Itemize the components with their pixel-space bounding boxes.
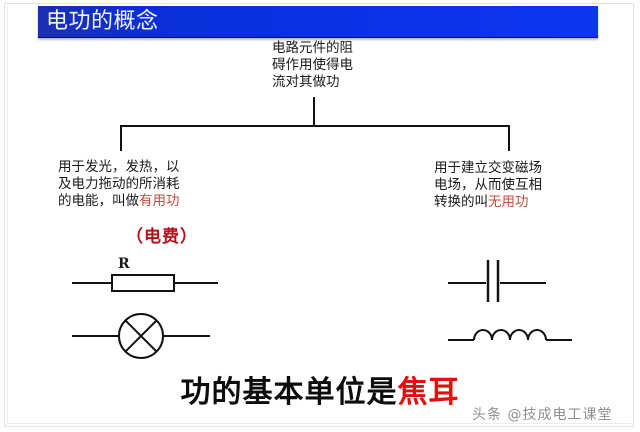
bottom-heading-prefix: 功的基本单位是 — [180, 375, 398, 410]
left-branch-sublabel: （电费） — [126, 227, 198, 247]
connector-stem-vertical — [313, 97, 315, 126]
title-banner: 电功的概念 — [38, 6, 598, 38]
right-branch-text-highlight: 无用功 — [488, 194, 529, 210]
top-node-text: 电路元件的阻 碍作用使得电 流对其做功 — [272, 40, 353, 90]
inductor-symbol — [446, 310, 616, 362]
resistor-label: R — [118, 256, 130, 272]
left-branch-text-highlight: 有用功 — [139, 193, 180, 209]
bottom-heading-highlight: 焦耳 — [397, 375, 460, 410]
connector-left-drop — [120, 125, 122, 151]
connector-right-drop — [508, 125, 510, 151]
watermark: 头条 @技成电工课堂 — [472, 407, 613, 423]
lamp-symbol — [70, 310, 250, 362]
connector-horizontal-bar — [120, 125, 510, 127]
right-branch-text-plain: 用于建立交变磁场 电场，从而使互相 转换的叫 — [434, 160, 542, 210]
left-branch-text: 用于发光，发热，以 及电力拖动的所消耗 的电能，叫做有用功 — [58, 159, 258, 210]
right-branch-text: 用于建立交变磁场 电场，从而使互相 转换的叫无用功 — [434, 160, 624, 211]
left-branch-text-plain: 用于发光，发热，以 及电力拖动的所消耗 的电能，叫做 — [58, 159, 180, 209]
page-title: 电功的概念 — [46, 9, 159, 34]
capacitor-symbol — [446, 255, 616, 303]
resistor-symbol — [70, 255, 250, 303]
bottom-heading: 功的基本单位是焦耳 — [0, 367, 640, 411]
